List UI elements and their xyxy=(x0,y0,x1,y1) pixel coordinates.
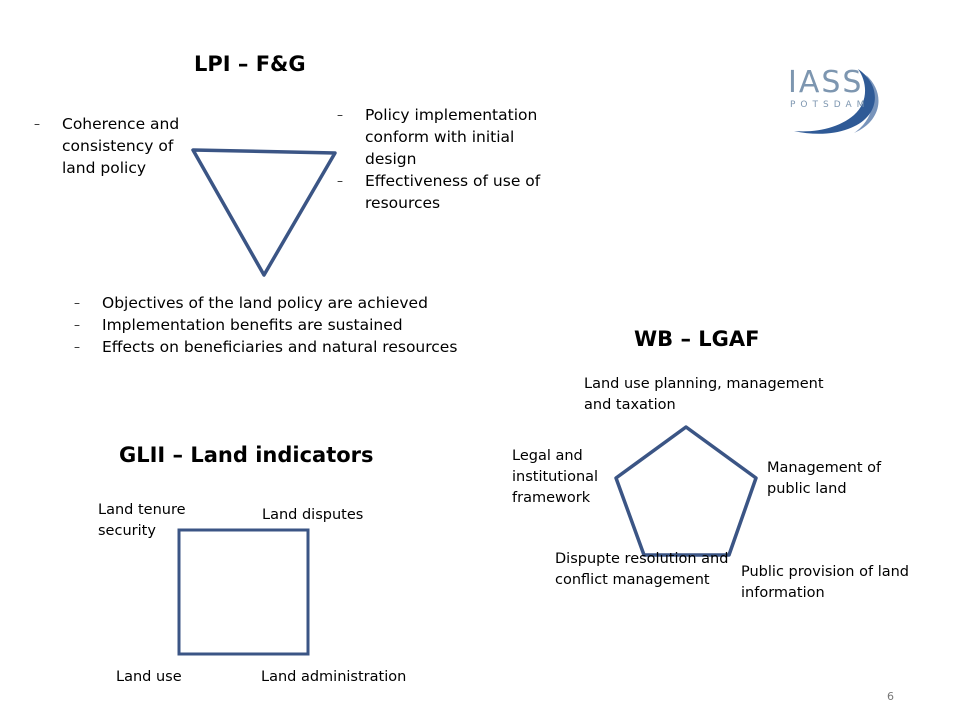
page-number: 6 xyxy=(887,690,894,703)
list-item: Effectiveness of use of resources xyxy=(337,170,562,214)
lpi-title: LPI – F&G xyxy=(194,52,306,76)
list-item: Objectives of the land policy are achiev… xyxy=(74,292,464,314)
lpi-triangle xyxy=(191,148,337,277)
logo-swoosh-icon xyxy=(794,69,879,134)
logo-name: IASS xyxy=(788,65,864,100)
wb-label-bottom-left: Dispupte resolution and conflict managem… xyxy=(555,551,729,588)
glii-label-top-right: Land disputes xyxy=(262,507,364,523)
glii-title: GLII – Land indicators xyxy=(119,443,374,467)
wb-title: WB – LGAF xyxy=(634,327,760,351)
lpi-bottom-list: Objectives of the land policy are achiev… xyxy=(74,292,464,358)
wb-label-right: Management of public land xyxy=(767,460,882,497)
glii-label-bottom-left: Land use xyxy=(116,669,182,685)
list-item: Coherence and consistency of land policy xyxy=(34,113,194,179)
iass-logo: IASS POTSDAM xyxy=(770,65,890,145)
wb-label-top: Land use planning, management and taxati… xyxy=(584,376,824,413)
logo-sub: POTSDAM xyxy=(790,100,870,110)
list-item: Effects on beneficiaries and natural res… xyxy=(74,336,464,358)
list-item: Policy implementation conform with initi… xyxy=(337,104,562,170)
glii-label-bottom-right: Land administration xyxy=(261,669,407,685)
wb-label-left: Legal and institutional framework xyxy=(512,448,599,506)
list-item: Implementation benefits are sustained xyxy=(74,314,464,336)
lpi-left-list: Coherence and consistency of land policy xyxy=(34,113,194,179)
glii-label-top-left: Land tenure security xyxy=(98,502,186,539)
wb-pentagon xyxy=(614,425,758,557)
wb-label-bottom-right: Public provision of land information xyxy=(741,564,909,601)
lpi-right-list: Policy implementation conform with initi… xyxy=(337,104,562,214)
glii-square xyxy=(177,528,310,656)
